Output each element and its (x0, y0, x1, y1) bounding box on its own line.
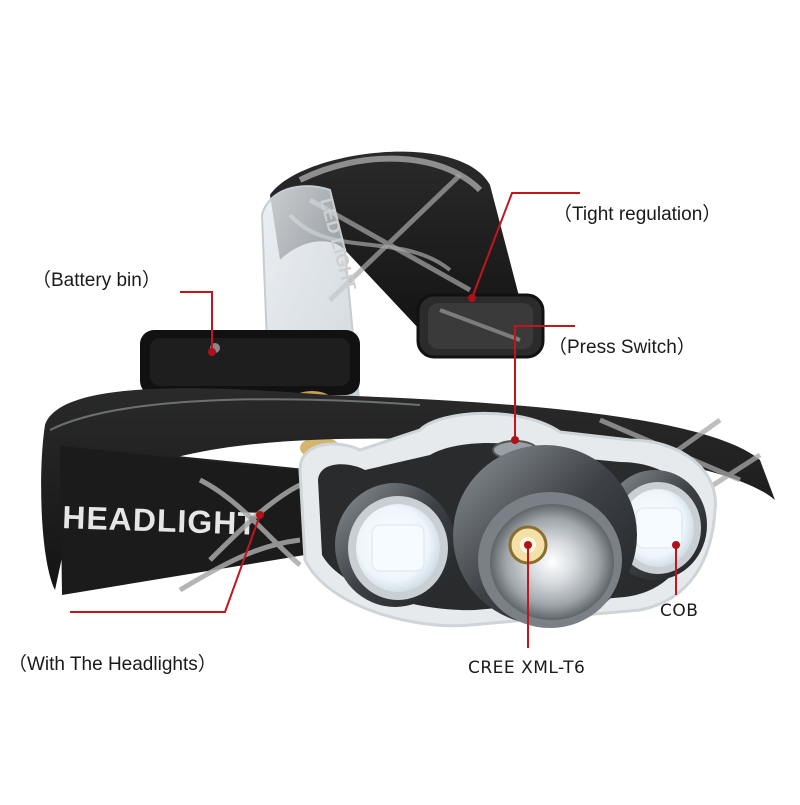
label-tight-regulation: （Tight regulation） (553, 204, 722, 225)
label-with-headlights: （With The Headlights） (8, 654, 217, 675)
marker-dots (208, 294, 680, 549)
label-cree: CREE XML-T6 (468, 658, 586, 678)
center-cree-lamp (453, 445, 637, 628)
leader-tight-regulation (471, 192, 580, 299)
left-cob-lamp (335, 483, 455, 607)
strap-buckle (416, 293, 545, 359)
label-press-switch: （Press Switch） (548, 337, 696, 358)
strap-headlight-text: HEADLIGHT (62, 499, 259, 542)
leader-headlights (70, 514, 261, 613)
label-cob: COB (660, 601, 699, 621)
leader-lines (70, 192, 677, 648)
label-battery-bin: （Battery bin） (32, 270, 161, 291)
leader-battery-bin (180, 291, 213, 350)
leader-press-switch (514, 325, 575, 440)
